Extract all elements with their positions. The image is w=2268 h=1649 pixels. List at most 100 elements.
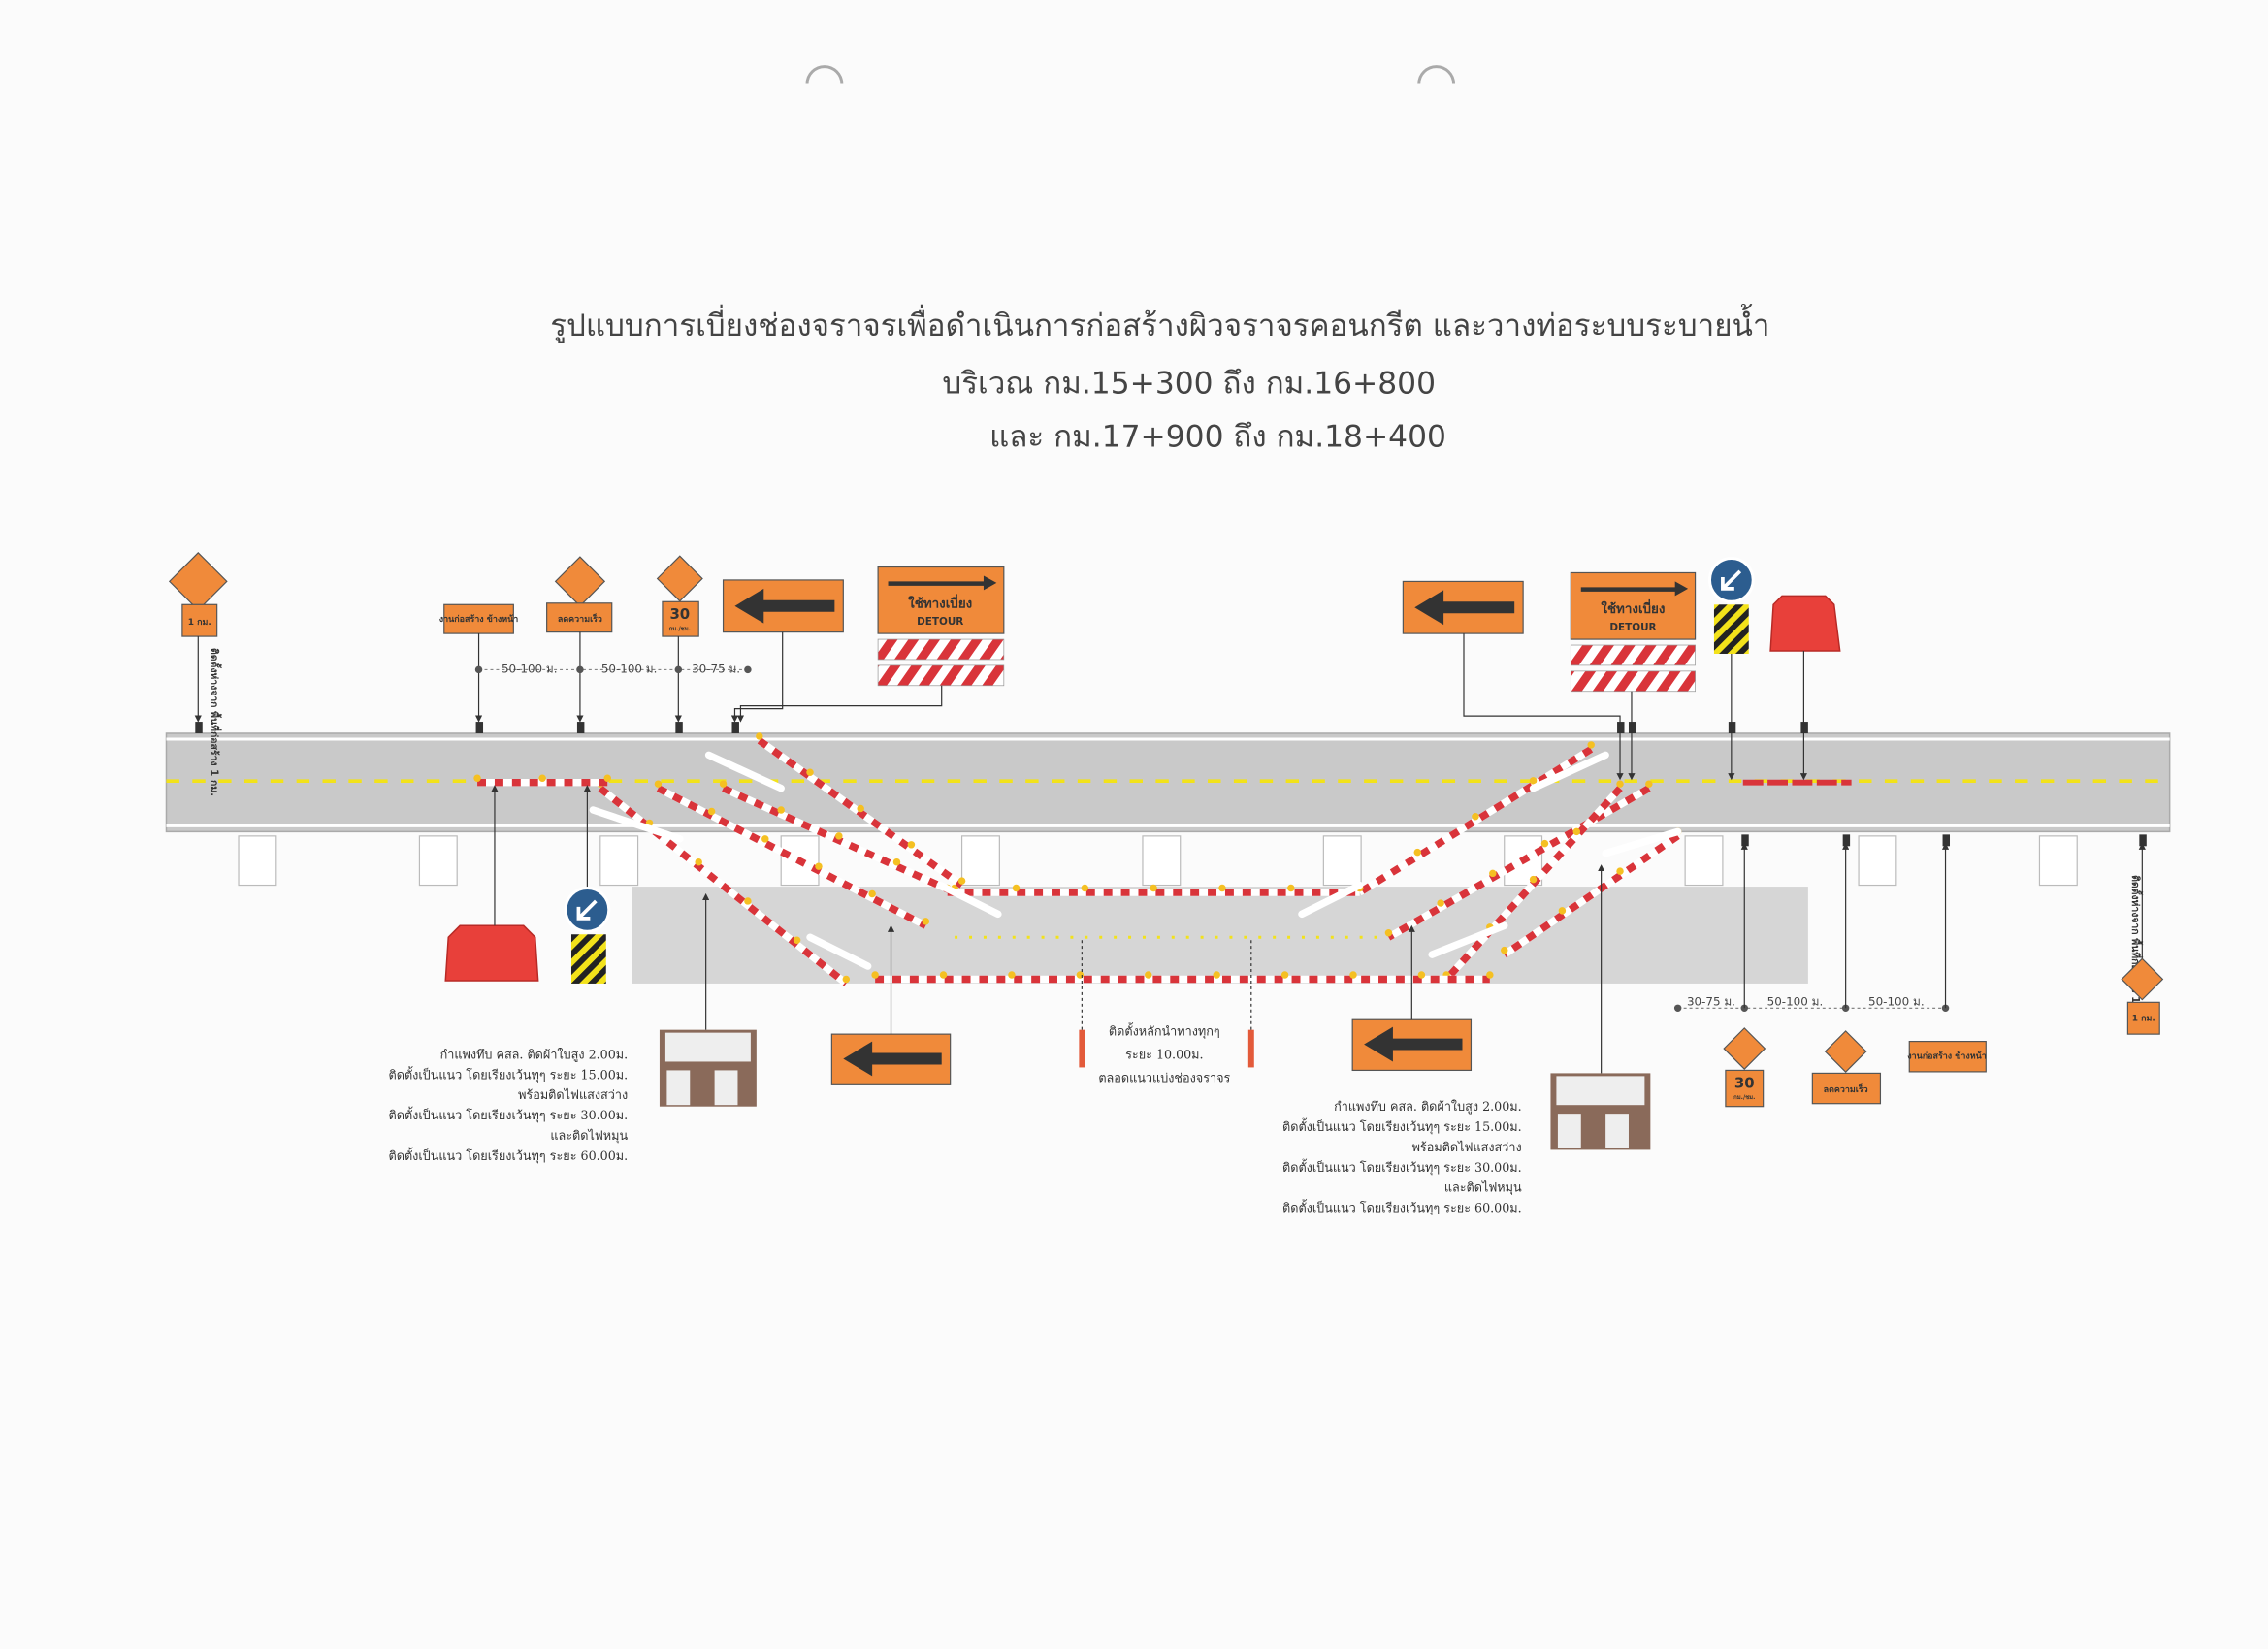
sign-post-marker [1842, 834, 1851, 847]
roadside-post [238, 835, 277, 887]
roadside-post [418, 835, 458, 887]
title-line-3: และ กม.17+900 ถึง กม.18+400 [989, 420, 1446, 455]
svg-text:50-100 ม.: 50-100 ม. [1767, 994, 1824, 1008]
warning-light-icon [806, 768, 814, 776]
sign-post-marker [1741, 834, 1749, 847]
svg-text:ลดความเร็ว: ลดความเร็ว [1824, 1083, 1868, 1095]
roadside-post [2038, 835, 2078, 887]
warning-light-icon [939, 971, 948, 979]
svg-text:1 กม.: 1 กม. [188, 618, 211, 628]
sign-post-marker [1800, 722, 1808, 733]
svg-text:50-100 ม.: 50-100 ม. [1868, 994, 1925, 1008]
sign-reduce-speed-right: ลดความเร็ว [1811, 1030, 1882, 1105]
lane-arrow-icon [936, 881, 1002, 919]
lane-arrow-icon [1298, 881, 1364, 919]
warning-light-icon [1437, 899, 1444, 907]
lane-arrow-icon [589, 806, 684, 843]
svg-text:30: 30 [1734, 1074, 1755, 1091]
distance-markers-left: 50-100 ม. 50-100 ม. 30-75 ม. [474, 662, 752, 675]
roadside-post [960, 835, 1000, 887]
distance-markers-right: 30-75 ม. 50-100 ม. 50-100 ม. [1673, 842, 1950, 1013]
warning-light-icon [1384, 929, 1393, 937]
barrier-line [598, 785, 849, 986]
warning-light-icon [719, 780, 728, 788]
install-distance-label: ติดตั้งห่างจาก พื้นที่ก่อสร้าง 1 กม. [209, 648, 223, 796]
warning-light-icon [1645, 780, 1653, 788]
warning-light-icon [1486, 971, 1494, 979]
svg-text:ติดตั้งเป็นแนว โดยเรียงเว้นทุๆ: ติดตั้งเป็นแนว โดยเรียงเว้นทุๆ ระยะ 15.0… [389, 1065, 629, 1083]
svg-text:50-100 ม.: 50-100 ม. [502, 662, 558, 675]
warning-light-icon [1572, 827, 1581, 836]
svg-text:งานก่อสร้าง ข้างหน้า: งานก่อสร้าง ข้างหน้า [1907, 1051, 1987, 1061]
sign-construction-ahead-right: งานก่อสร้าง ข้างหน้า [1907, 1040, 1987, 1073]
svg-text:ติดตั้งเป็นแนว โดยเรียงเว้นทุๆ: ติดตั้งเป็นแนว โดยเรียงเว้นทุๆ ระยะ 60.0… [1282, 1199, 1522, 1216]
warning-light-icon [1472, 812, 1479, 821]
svg-text:ติดตั้งเป็นแนว โดยเรียงเว้นทุๆ: ติดตั้งเป็นแนว โดยเรียงเว้นทุๆ ระยะ 30.0… [389, 1106, 629, 1123]
warning-light-icon [756, 732, 763, 740]
lane-arrow-icon [1529, 751, 1609, 792]
warning-light-icon [1501, 946, 1508, 954]
svg-text:กม./ชม.: กม./ชม. [1733, 1094, 1755, 1101]
svg-text:พร้อมติดไฟแสงสว่าง: พร้อมติดไฟแสงสว่าง [1412, 1140, 1522, 1154]
sign-post-marker [475, 722, 484, 733]
arrow-sign-right-top [1402, 580, 1624, 781]
svg-text:ใช้ทางเบี่ยง: ใช้ทางเบี่ยง [908, 593, 972, 611]
svg-text:ตลอดแนวแบ่งช่องจราจร: ตลอดแนวแบ่งช่องจราจร [1098, 1070, 1230, 1084]
sign-post-marker [195, 722, 203, 733]
warning-light-icon [1076, 971, 1085, 979]
svg-text:ติดตั้งเป็นแนว โดยเรียงเว้นทุๆ: ติดตั้งเป็นแนว โดยเรียงเว้นทุๆ ระยะ 15.0… [1282, 1117, 1522, 1135]
sign-construction-ahead-left: งานก่อสร้าง ข้างหน้า [439, 603, 519, 723]
warning-light-icon [1280, 971, 1289, 979]
warning-light-icon [1616, 780, 1624, 788]
warning-light-icon [793, 936, 801, 944]
keep-left-sign-left [564, 785, 611, 984]
warning-light-icon [868, 889, 876, 898]
warning-light-icon [1145, 971, 1152, 979]
warning-light-icon [1558, 907, 1567, 915]
warning-light-icon [1529, 777, 1538, 785]
water-barrier-right [1769, 595, 1841, 781]
barrier-line [1443, 786, 1623, 982]
warning-light-icon [1489, 869, 1497, 878]
warning-light-icon [871, 971, 879, 979]
svg-text:DETOUR: DETOUR [1609, 622, 1656, 633]
sign-speed-30-right: 30 กม./ชม. [1723, 1027, 1766, 1108]
warning-light-icon [603, 774, 611, 782]
barrier-lines [473, 732, 1682, 986]
svg-text:ระยะ 10.00ม.: ระยะ 10.00ม. [1125, 1047, 1203, 1061]
warning-light-icon [1616, 867, 1624, 875]
warning-light-icon [842, 975, 851, 984]
sign-1km-left: 1 กม. ติดตั้งห่างจาก พื้นที่ก่อสร้าง 1 ก… [168, 552, 228, 796]
svg-text:งานก่อสร้าง ข้างหน้า: งานก่อสร้าง ข้างหน้า [439, 614, 519, 625]
title-line-2: บริเวณ กม.15+300 ถึง กม.16+800 [942, 367, 1436, 402]
lane-arrows [589, 751, 1682, 970]
warning-light-icon [1587, 741, 1595, 749]
arrow-sign-left-top [722, 579, 844, 723]
barrier-line [1357, 746, 1594, 896]
lane-arrow-icon [806, 933, 872, 970]
warning-light-icon [538, 774, 546, 782]
roadside-post [1684, 835, 1724, 887]
punch-hole [805, 65, 844, 84]
warning-light-icon [907, 841, 916, 849]
svg-text:1 กม.: 1 กม. [2132, 1015, 2155, 1024]
roadside-post [1322, 835, 1362, 887]
barrier-note-left: กำแพงทึบ คสล. ติดผ้าใบสูง 2.00ม. ติดตั้ง… [389, 1047, 629, 1163]
barrier-note-right: กำแพงทึบ คสล. ติดผ้าใบสูง 2.00ม. ติดตั้ง… [1282, 1099, 1522, 1215]
svg-text:ลดความเร็ว: ลดความเร็ว [558, 612, 602, 625]
sign-post-marker [2139, 834, 2147, 847]
warning-light-icon [654, 780, 663, 788]
detour-sign-left: ใช้ทางเบี่ยง DETOUR [736, 566, 1005, 723]
svg-text:ติดตั้งเป็นแนว โดยเรียงเว้นทุๆ: ติดตั้งเป็นแนว โดยเรียงเว้นทุๆ ระยะ 60.0… [389, 1147, 629, 1164]
warning-light-icon [815, 862, 823, 870]
barrier-line [722, 785, 956, 896]
arrow-sign-right-bottom [1351, 924, 1473, 1072]
warning-light-icon [1540, 839, 1549, 848]
sign-speed-30-left: 30 กม./ชม. [656, 555, 703, 723]
keep-left-sign-right [1707, 557, 1755, 781]
svg-text:DETOUR: DETOUR [917, 616, 963, 628]
warning-light-icon [777, 806, 785, 814]
warning-light-icon [1150, 884, 1157, 892]
